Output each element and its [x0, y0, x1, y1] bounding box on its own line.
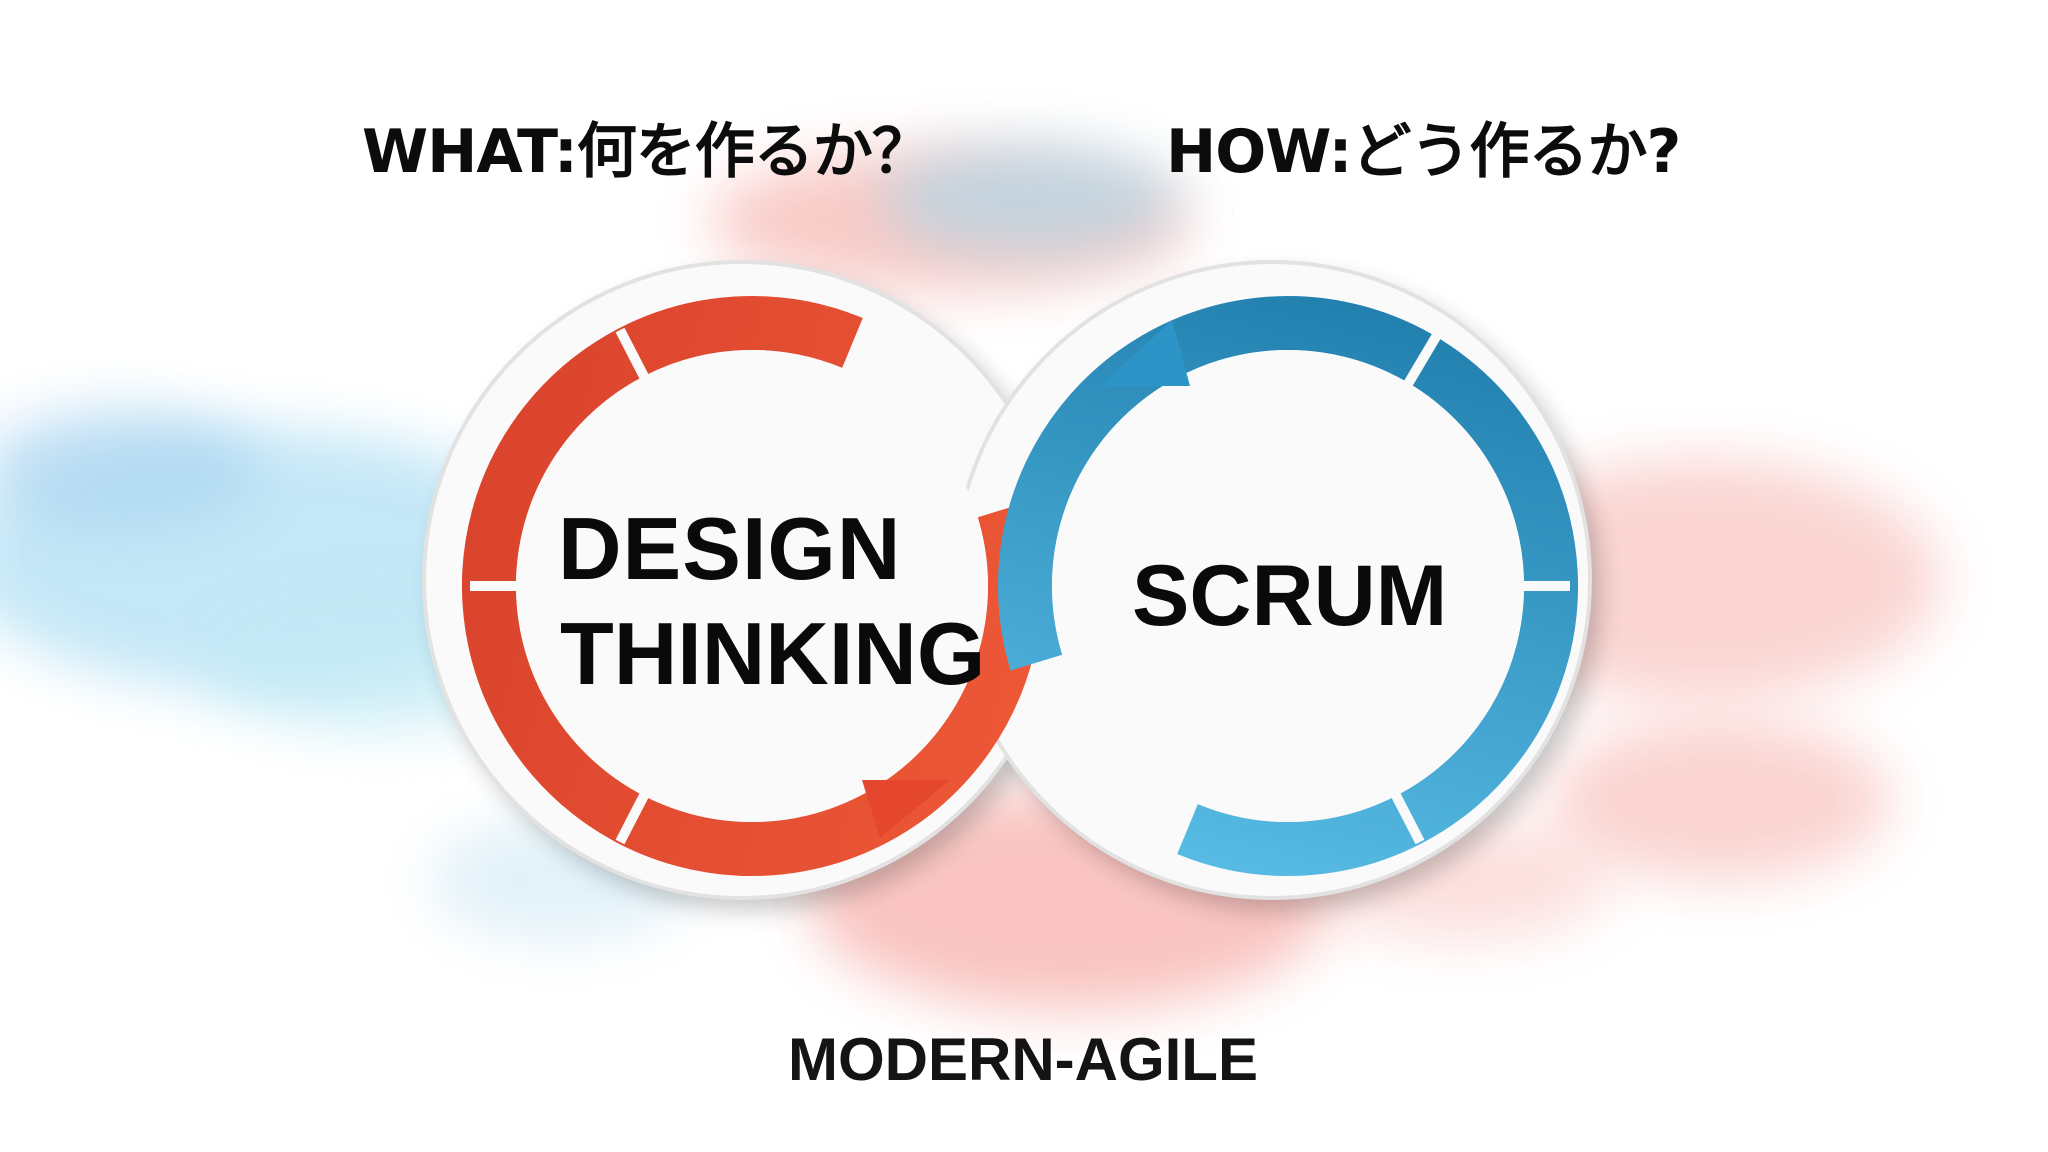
- design-thinking-label-line2: THINKING: [560, 604, 986, 703]
- design-thinking-label-line1: DESIGN: [558, 499, 902, 598]
- how-heading: HOW:どう作るか?: [1166, 117, 1681, 187]
- scrum-arrowhead: [1100, 320, 1190, 386]
- what-heading: WHAT:何を作るか？: [362, 117, 932, 187]
- design-thinking-ring: [462, 296, 1042, 876]
- scrum-ring: [998, 296, 1578, 876]
- design-thinking-arrowhead: [862, 780, 950, 838]
- modern-agile-caption: MODERN-AGILE: [788, 1026, 1258, 1093]
- scrum-label: SCRUM: [1132, 548, 1448, 644]
